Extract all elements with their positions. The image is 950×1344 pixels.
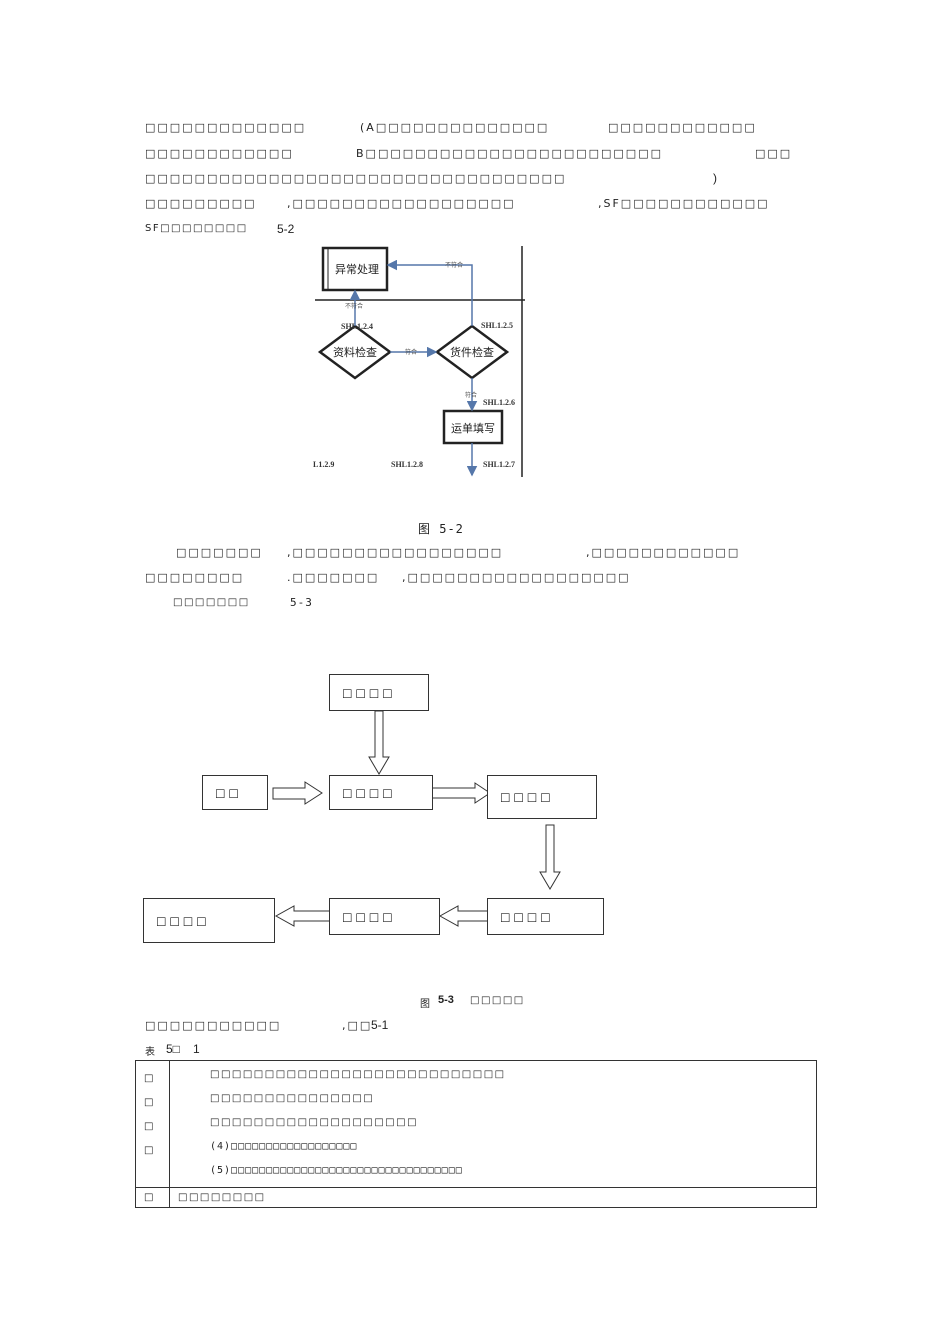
table-cell-right: □□□□□□□□ bbox=[169, 1187, 817, 1208]
not-match-label: 不符合 bbox=[345, 302, 363, 310]
arrow-right bbox=[272, 781, 323, 805]
flow-box-center: □□□□ bbox=[329, 775, 433, 810]
text-line: □□□□□□□□□□□□□ bbox=[145, 121, 307, 134]
code-label: SHL1.2.8 bbox=[391, 460, 423, 469]
text-line: □□□ bbox=[755, 147, 793, 160]
not-match-label: 不符合 bbox=[445, 261, 463, 269]
table-label-number: 1 bbox=[193, 1042, 200, 1056]
text-line: B□□□□□□□□□□□□□□□□□□□□□□□□ bbox=[356, 147, 663, 160]
cell-text: □ bbox=[144, 1145, 155, 1156]
caption-title: □□□□□ bbox=[470, 995, 525, 1006]
doc-check-diamond bbox=[317, 324, 393, 380]
arrow bbox=[386, 259, 473, 326]
text-line: ) bbox=[713, 171, 717, 185]
code-label: L1.2.9 bbox=[313, 460, 334, 469]
figure-ref: 5-3 bbox=[290, 596, 313, 609]
cell-text: □□□□□□□□□□□□□□□□□□□ bbox=[210, 1117, 419, 1128]
cell-text: □ bbox=[144, 1073, 155, 1084]
arrow-right bbox=[431, 782, 491, 804]
table-cell-left: □ □ □ □ bbox=[135, 1060, 170, 1188]
code-label: SHL1.2.6 bbox=[483, 398, 515, 407]
flow-box-bottom-mid: □□□□ bbox=[329, 898, 440, 935]
table-5-1: □ □ □ □ □□□□□□□□□□□□□□□□□□□□□□□□□□□ □□□□… bbox=[135, 1060, 817, 1208]
text-line: ,□□□□□□□□□□□□□□□□□□ bbox=[287, 197, 516, 210]
caption-prefix: 图 bbox=[420, 999, 432, 1010]
text-line: (A□□□□□□□□□□□□□□ bbox=[360, 121, 550, 134]
table-row: □ □ □ □ □□□□□□□□□□□□□□□□□□□□□□□□□□□ □□□□… bbox=[135, 1060, 817, 1188]
code-label: SHL1.2.4 bbox=[341, 322, 373, 331]
match-label: 符合 bbox=[465, 391, 477, 399]
cell-text: □□□□□□□□□□□□□□□ bbox=[210, 1093, 375, 1104]
text-line: ,□□□□□□□□□□□□ bbox=[586, 546, 741, 559]
cell-text: □□□□□□□□ bbox=[178, 1192, 266, 1203]
text-line: □□□□□□□□□□□□ bbox=[145, 147, 294, 160]
arrow-down bbox=[539, 824, 561, 890]
table-row: □ □□□□□□□□ bbox=[135, 1187, 817, 1208]
flowchart-5-2: 异常处理 资料检查 货件检查 运单填写 不符合 符合 不符合 符合 SHL1.2… bbox=[313, 246, 525, 477]
flow-box-right: □□□□ bbox=[487, 775, 597, 819]
cell-text: (4)□□□□□□□□□□□□□□□□□□ bbox=[210, 1141, 358, 1152]
figure-caption: 图 5-2 bbox=[418, 522, 464, 536]
flow-box-top: □□□□ bbox=[329, 674, 429, 711]
table-ref: 5-1 bbox=[371, 1018, 389, 1032]
caption-number: 5-3 bbox=[438, 994, 454, 1006]
text-line: ,SF□□□□□□□□□□□□ bbox=[598, 197, 770, 210]
flow-box-left: □□ bbox=[202, 775, 268, 810]
doc-check-label: 资料检查 bbox=[333, 345, 377, 359]
table-cell-right: □□□□□□□□□□□□□□□□□□□□□□□□□□□ □□□□□□□□□□□□… bbox=[169, 1060, 817, 1188]
match-label: 符合 bbox=[405, 348, 417, 356]
text-line: □□□□□□□ bbox=[176, 546, 263, 559]
table-cell-left: □ bbox=[135, 1187, 170, 1208]
code-label: SHL1.2.7 bbox=[483, 460, 515, 469]
text-line: □□□□□□□□□□□ bbox=[145, 1019, 282, 1032]
text-line: □□□□□□□□ bbox=[145, 571, 245, 584]
text-line: .□□□□□□□ bbox=[287, 571, 380, 584]
text-line: ,□□□□□□□□□□□□□□□□□□ bbox=[402, 571, 631, 584]
cell-text: (5)□□□□□□□□□□□□□□□□□□□□□□□□□□□□□□□□□ bbox=[210, 1165, 463, 1176]
table-label-prefix: 表 bbox=[145, 1047, 157, 1058]
flow-box-bottom-left: □□□□ bbox=[143, 898, 275, 943]
text-line: □□□□□□□□□ bbox=[145, 197, 257, 210]
cell-text: □ bbox=[144, 1121, 155, 1132]
cell-text: □□□□□□□□□□□□□□□□□□□□□□□□□□□ bbox=[210, 1069, 506, 1080]
text-line: ,□□□□□□□□□□□□□□□□□ bbox=[287, 546, 504, 559]
goods-check-label: 货件检查 bbox=[450, 345, 494, 359]
arrow-down bbox=[368, 710, 390, 775]
table-label-number: 5□ bbox=[166, 1042, 180, 1056]
cell-text: □ bbox=[144, 1192, 155, 1203]
code-label: SHL1.2.5 bbox=[481, 321, 513, 330]
flow-box-bottom-right: □□□□ bbox=[487, 898, 604, 935]
figure-ref: 5-2 bbox=[277, 222, 295, 236]
exception-label: 异常处理 bbox=[335, 263, 379, 276]
waybill-box bbox=[442, 409, 504, 445]
text-line: ,□□ bbox=[342, 1019, 373, 1032]
cell-text: □ bbox=[144, 1097, 155, 1108]
text-line: □□□□□□□□□□□□ bbox=[608, 121, 757, 134]
text-line: □□□□□□□□□□□□□□□□□□□□□□□□□□□□□□□□□□ bbox=[145, 172, 567, 185]
text-line: □□□□□□□ bbox=[173, 597, 250, 608]
waybill-label: 运单填写 bbox=[451, 421, 495, 435]
text-line: SF□□□□□□□□ bbox=[145, 223, 248, 234]
